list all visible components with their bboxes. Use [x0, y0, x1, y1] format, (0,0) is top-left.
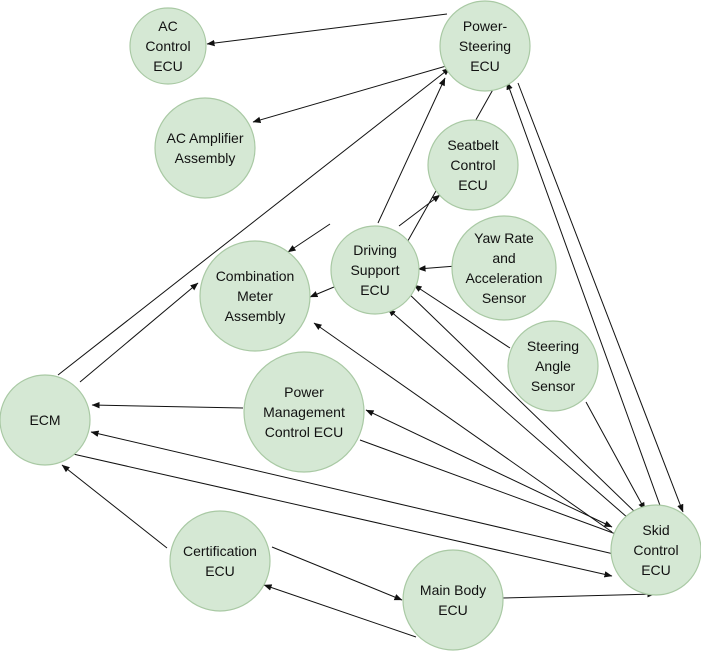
edge-6 — [287, 223, 331, 253]
node-label-line: ECU — [438, 602, 468, 618]
node-circle — [439, 0, 531, 92]
node-label-line: Assembly — [175, 150, 236, 166]
node-label-line: Combination — [216, 268, 295, 284]
node-label-line: Sensor — [482, 290, 527, 306]
node-label-line: Control ECU — [265, 424, 344, 440]
node-circle — [169, 510, 271, 612]
node-label-line: Main Body — [420, 582, 486, 598]
edge-7 — [398, 194, 441, 227]
node-circle — [451, 215, 557, 321]
edge-18 — [387, 308, 629, 519]
node-label-line: Support — [350, 262, 399, 278]
edge-21 — [359, 439, 625, 538]
edge-15 — [313, 322, 613, 533]
edge-22 — [72, 453, 613, 578]
edge-26 — [501, 590, 656, 599]
edge-14 — [585, 401, 646, 511]
edge-13 — [365, 409, 613, 528]
node-label-line: Seatbelt — [447, 137, 498, 153]
node-label-line: Sensor — [531, 378, 576, 394]
edge-17 — [506, 81, 663, 512]
node-circle — [507, 320, 599, 412]
node-label-line: and — [492, 250, 515, 266]
node-label-line: Control — [633, 542, 678, 558]
node-label-line: ECU — [153, 58, 183, 74]
node-label-line: Steering — [459, 38, 511, 54]
node-circle — [402, 549, 504, 651]
node-label-line: Driving — [353, 242, 397, 258]
edge-24 — [271, 546, 403, 601]
node-label-line: Acceleration — [465, 270, 542, 286]
edge-25 — [263, 584, 417, 638]
node-label-line: ECU — [641, 562, 671, 578]
node-label-line: Power — [284, 384, 324, 400]
node-label-line: Angle — [535, 358, 571, 374]
edge-19 — [404, 289, 639, 516]
node-label-line: Skid — [642, 522, 669, 538]
node-label-line: Certification — [183, 543, 257, 559]
node-ecm: ECM — [0, 374, 91, 466]
node-label-line: ECU — [470, 58, 500, 74]
edge-9 — [309, 286, 335, 298]
edge-1 — [206, 13, 448, 47]
edge-10 — [413, 284, 511, 349]
node-circle — [427, 119, 519, 211]
node-label-line: ECU — [458, 177, 488, 193]
node-circle — [243, 351, 365, 473]
edge-16 — [517, 82, 684, 513]
node-label-line: AC Amplifier — [166, 130, 243, 146]
edge-12 — [91, 401, 244, 409]
node-circle — [610, 504, 701, 596]
node-label-line: Management — [263, 404, 345, 420]
edge-4 — [57, 67, 451, 376]
node-label-line: Power- — [463, 18, 508, 34]
node-label-line: Steering — [527, 338, 579, 354]
edge-3 — [79, 282, 199, 383]
edge-23 — [61, 464, 168, 549]
node-label-line: ECU — [360, 282, 390, 298]
node-label-line: ECM — [29, 412, 60, 428]
node-circle — [199, 240, 311, 352]
edge-2 — [252, 59, 468, 123]
node-label-line: Assembly — [225, 308, 286, 324]
edge-5 — [377, 77, 446, 224]
node-label-line: Yaw Rate — [474, 230, 534, 246]
node-circle — [129, 7, 207, 85]
node-circle — [330, 225, 420, 315]
node-label-line: Meter — [237, 288, 273, 304]
edge-8 — [417, 265, 457, 272]
node-label-line: AC — [158, 18, 177, 34]
node-circle — [0, 374, 91, 466]
node-label-line: ECU — [205, 563, 235, 579]
node-label-line: Control — [145, 38, 190, 54]
edge-20 — [90, 430, 619, 556]
node-label-line: Control — [450, 157, 495, 173]
node-circle — [154, 97, 256, 199]
